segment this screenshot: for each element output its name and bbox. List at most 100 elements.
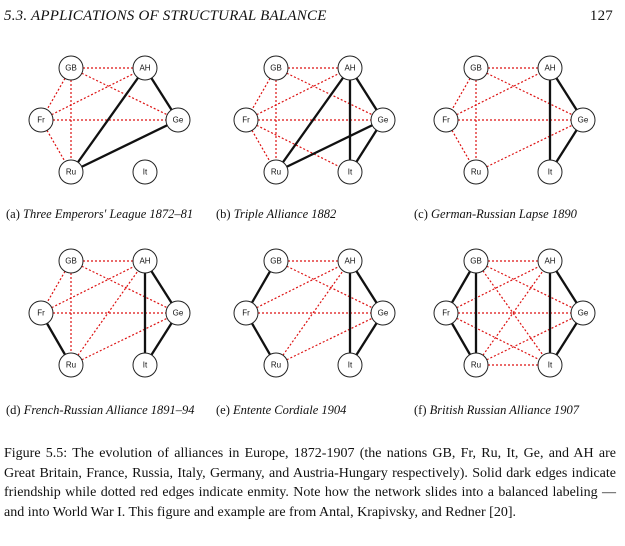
enmity-edge	[245, 260, 351, 314]
country-node-label: AH	[344, 64, 355, 73]
country-node	[537, 248, 563, 274]
enmity-edge	[475, 260, 551, 366]
country-node-label: AH	[139, 64, 150, 73]
enmity-edge	[445, 260, 551, 314]
country-node	[58, 55, 84, 81]
country-node	[165, 300, 191, 326]
country-node	[132, 55, 158, 81]
enmity-edge	[245, 67, 351, 121]
subcaption-e: (e) Entente Cordiale 1904	[216, 403, 347, 417]
friendship-edge	[70, 67, 146, 173]
country-node	[263, 248, 289, 274]
country-node-label: AH	[139, 257, 150, 266]
country-node-label: GB	[65, 257, 77, 266]
section-title: 5.3. APPLICATIONS OF STRUCTURAL BALANCE	[4, 8, 327, 24]
country-node	[58, 352, 84, 378]
country-node	[263, 159, 289, 185]
country-node	[132, 159, 158, 185]
subcaption-a: (a) Three Emperors' League 1872–81	[6, 207, 194, 221]
country-node	[370, 107, 396, 133]
friendship-edge	[275, 118, 384, 174]
country-node-label: Ge	[378, 309, 389, 318]
country-node	[337, 352, 363, 378]
country-node	[337, 55, 363, 81]
country-node	[463, 352, 489, 378]
subcaption-f: (f) British Russian Alliance 1907	[414, 403, 580, 417]
country-node	[570, 300, 596, 326]
enmity-edge	[445, 67, 551, 121]
country-node-label: Ru	[471, 361, 481, 370]
enmity-edge	[40, 260, 146, 314]
country-node-label: Fr	[442, 309, 450, 318]
enmity-edge	[70, 260, 146, 366]
country-node-label: It	[143, 168, 148, 177]
enmity-edge	[40, 67, 146, 121]
country-node-label: Ge	[578, 309, 589, 318]
country-node	[433, 107, 459, 133]
country-node-label: Ru	[66, 361, 76, 370]
country-node-label: Fr	[242, 116, 250, 125]
country-node-label: Fr	[442, 116, 450, 125]
country-node	[337, 159, 363, 185]
country-node	[570, 107, 596, 133]
enmity-edge	[475, 260, 551, 366]
country-node-label: AH	[544, 257, 555, 266]
country-node-label: Ge	[173, 309, 184, 318]
country-node	[165, 107, 191, 133]
country-node	[537, 55, 563, 81]
country-node	[28, 107, 54, 133]
country-node-label: Ru	[271, 168, 281, 177]
country-node	[132, 248, 158, 274]
subcaption-c: (c) German-Russian Lapse 1890	[414, 207, 577, 221]
country-node-label: It	[143, 361, 148, 370]
friendship-edge	[275, 67, 351, 173]
country-node	[433, 300, 459, 326]
country-node-label: Ru	[471, 168, 481, 177]
country-node-label: It	[348, 361, 353, 370]
country-node-label: It	[348, 168, 353, 177]
country-node	[263, 55, 289, 81]
country-node	[370, 300, 396, 326]
country-node-label: It	[548, 168, 553, 177]
country-node-label: Fr	[37, 309, 45, 318]
country-node	[58, 159, 84, 185]
country-node-label: Fr	[37, 116, 45, 125]
enmity-edge	[245, 119, 351, 173]
country-node-label: It	[548, 361, 553, 370]
enmity-edge	[445, 312, 551, 366]
country-node-label: Ge	[578, 116, 589, 125]
country-node-label: Ge	[173, 116, 184, 125]
page-header: 5.3. APPLICATIONS OF STRUCTURAL BALANCE …	[0, 6, 625, 30]
country-node	[463, 159, 489, 185]
country-node	[337, 248, 363, 274]
country-node	[58, 248, 84, 274]
country-node-label: GB	[270, 257, 282, 266]
country-node-label: AH	[344, 257, 355, 266]
country-node	[463, 55, 489, 81]
country-node	[28, 300, 54, 326]
figure-caption: Figure 5.5: The evolution of alliances i…	[4, 446, 616, 520]
country-node-label: GB	[65, 64, 77, 73]
country-node-label: Ge	[378, 116, 389, 125]
country-node-label: GB	[270, 64, 282, 73]
country-node	[537, 159, 563, 185]
country-node	[233, 107, 259, 133]
country-node-label: GB	[470, 64, 482, 73]
country-node	[463, 248, 489, 274]
country-node	[537, 352, 563, 378]
country-node-label: Ru	[271, 361, 281, 370]
country-node-label: Ru	[66, 168, 76, 177]
subcaption-d: (d) French-Russian Alliance 1891–94	[6, 403, 195, 417]
friendship-edge	[70, 118, 179, 174]
subcaption-b: (b) Triple Alliance 1882	[216, 207, 337, 221]
country-node	[263, 352, 289, 378]
page-number: 127	[589, 8, 613, 24]
country-node-label: AH	[544, 64, 555, 73]
